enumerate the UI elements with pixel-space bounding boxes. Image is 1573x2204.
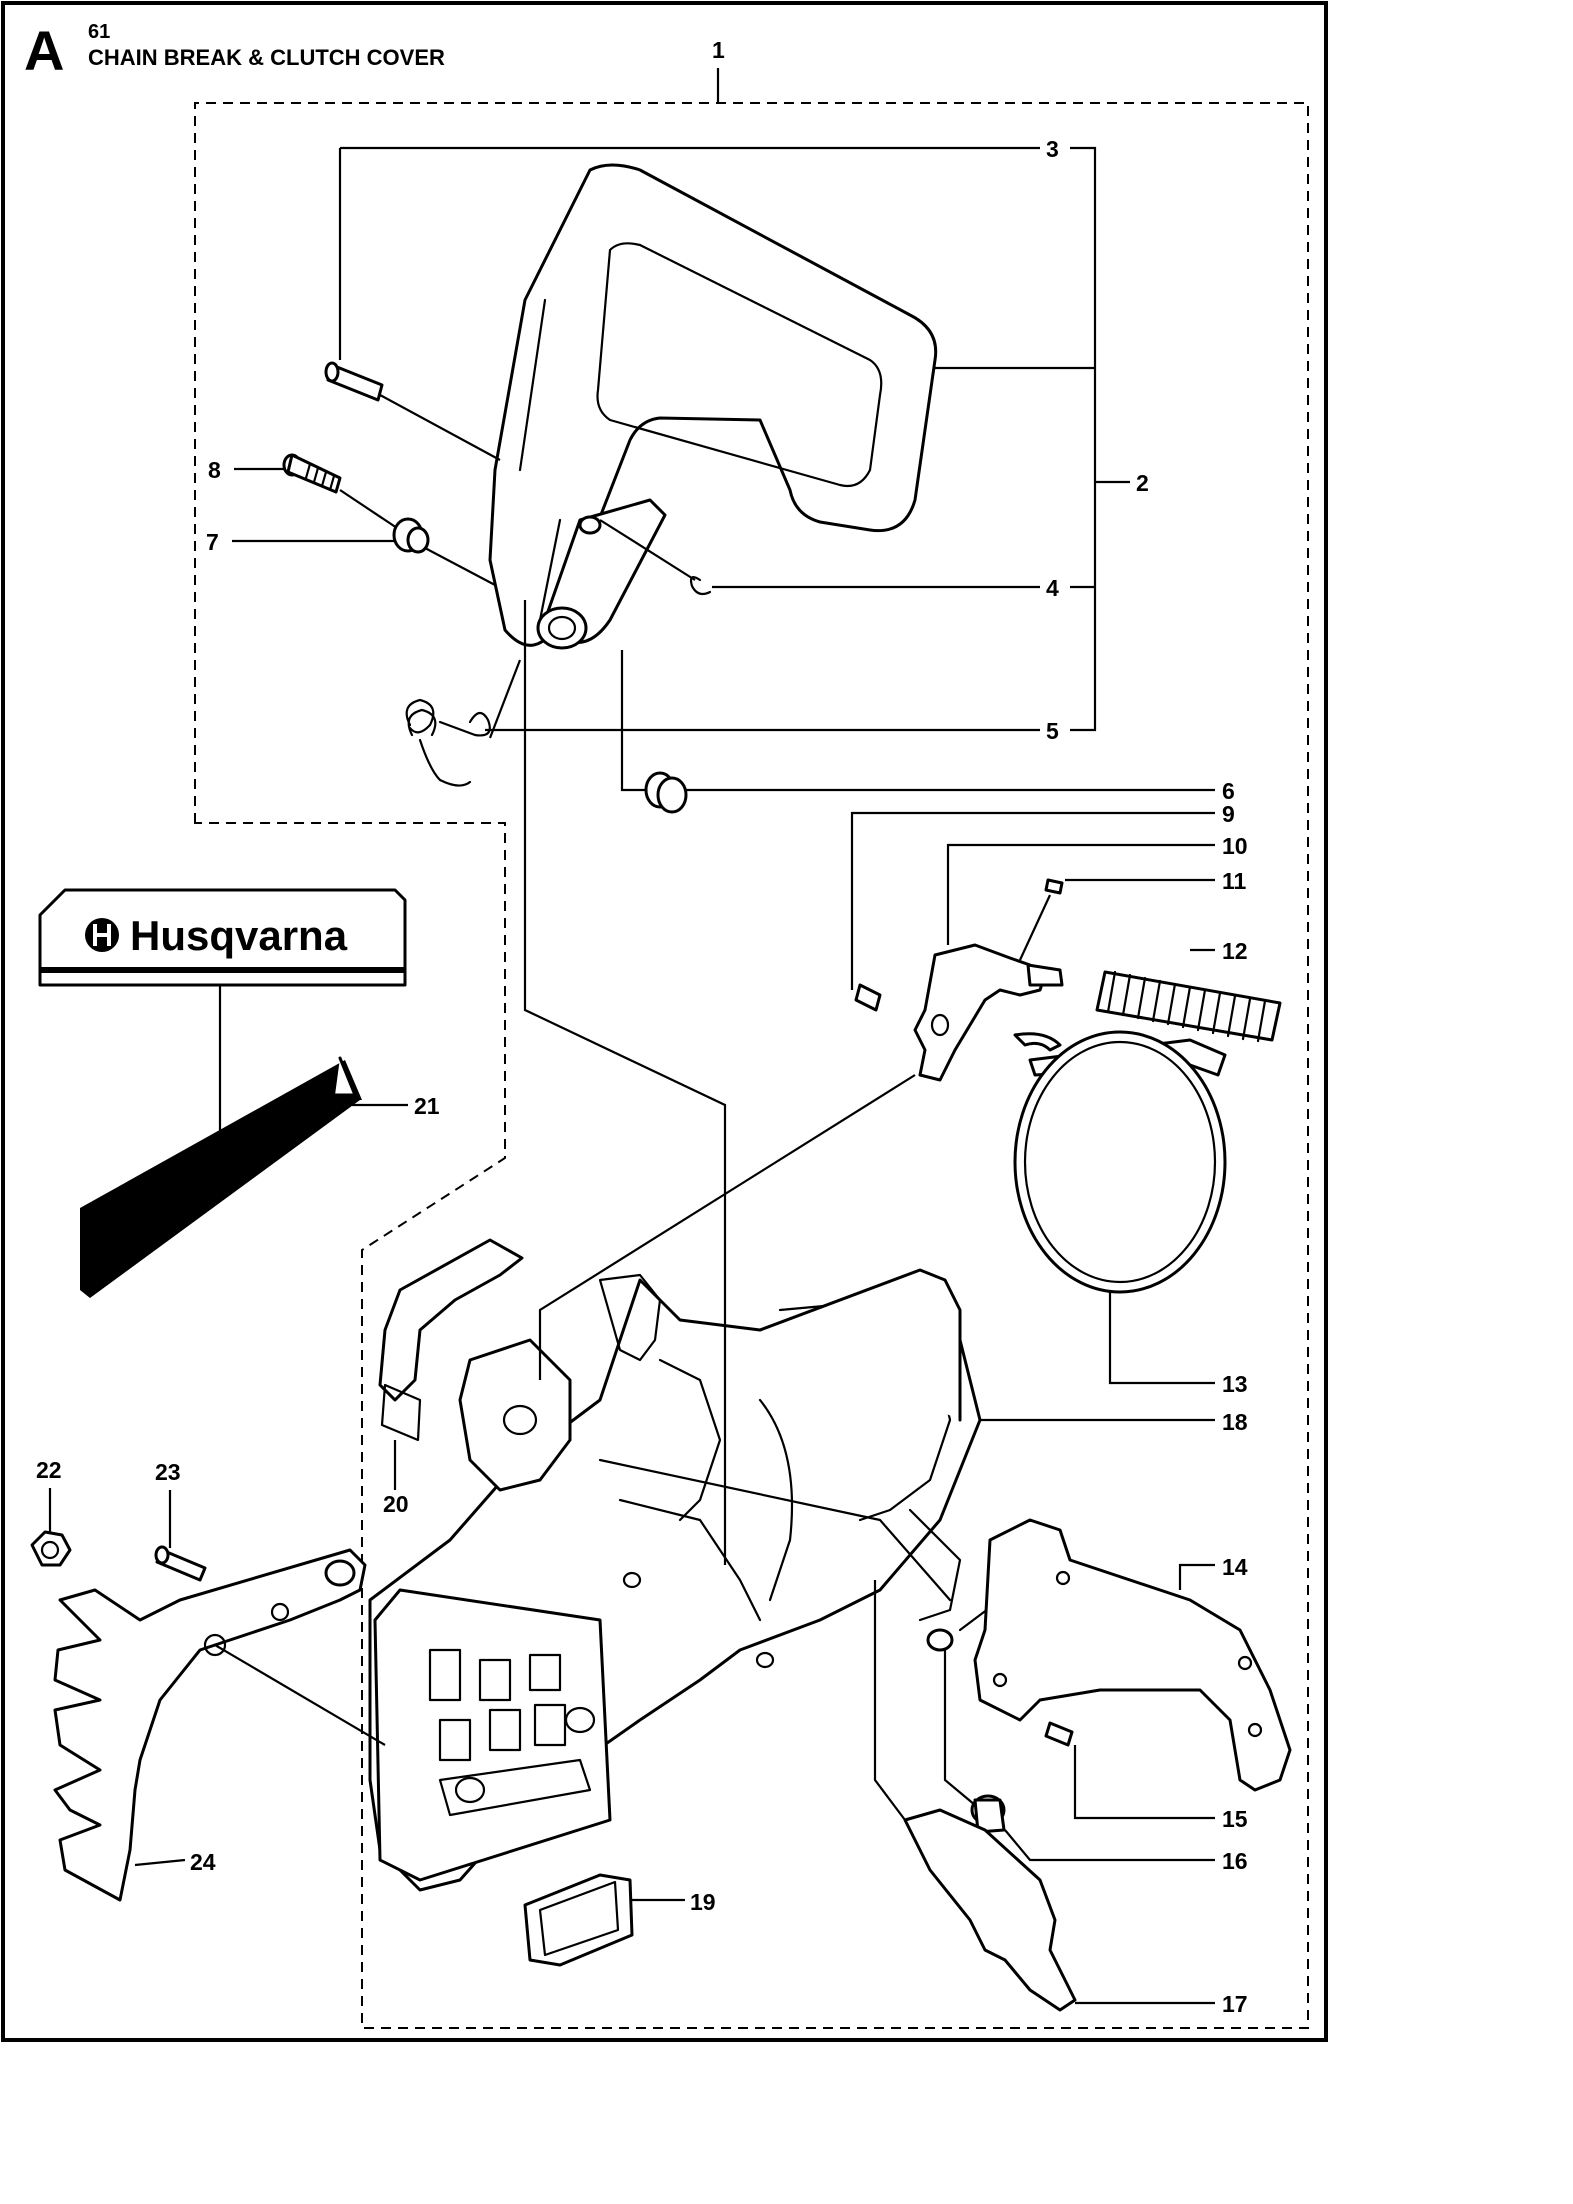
svg-text:18: 18 xyxy=(1222,1409,1248,1435)
svg-text:1: 1 xyxy=(712,37,725,63)
spike-part-24: 24 xyxy=(53,1548,386,1902)
cover-part-18: 18 xyxy=(758,1268,1248,1435)
husqvarna-decal: Husqvarna xyxy=(38,888,407,1135)
screw-part-11: 11 xyxy=(1019,868,1247,961)
svg-text:24: 24 xyxy=(190,1849,216,1875)
svg-text:21: 21 xyxy=(414,1093,440,1119)
svg-text:9: 9 xyxy=(1222,801,1235,827)
screw-part-8 xyxy=(282,453,401,531)
svg-text:11: 11 xyxy=(1222,868,1247,894)
nut-part-22: 22 xyxy=(30,1457,72,1567)
svg-text:16: 16 xyxy=(1222,1848,1248,1874)
nut-part-7 xyxy=(392,517,496,586)
spring-part-5 xyxy=(405,659,522,787)
svg-text:15: 15 xyxy=(1222,1806,1248,1832)
callout-6: 6 xyxy=(685,778,1235,804)
leader-link-lever xyxy=(538,1074,916,1380)
page-title: CHAIN BREAK & CLUTCH COVER xyxy=(88,45,445,70)
svg-text:22: 22 xyxy=(36,1457,62,1483)
pin-part-9: 9 xyxy=(850,801,1235,1012)
svg-text:12: 12 xyxy=(1222,938,1248,964)
svg-text:14: 14 xyxy=(1222,1554,1248,1580)
cap-part-6 xyxy=(620,650,688,814)
callout-8: 8 xyxy=(208,457,284,483)
svg-text:5: 5 xyxy=(1046,718,1059,744)
kit-boundary-upper xyxy=(194,102,1309,2029)
page-number: 61 xyxy=(88,21,110,43)
spring-part-12: 12 xyxy=(1095,938,1282,1043)
callout-4: 4 xyxy=(712,575,1095,601)
svg-text:23: 23 xyxy=(155,1459,181,1485)
svg-text:3: 3 xyxy=(1046,136,1059,162)
leader-link-handle xyxy=(523,600,727,1565)
chain-brake-handle xyxy=(488,163,938,650)
callout-3: 3 xyxy=(338,136,1097,732)
husqvarna-crown-icon xyxy=(85,918,119,952)
strip-part-21: 21 xyxy=(80,1056,440,1298)
screw-part-23: 23 xyxy=(154,1459,207,1582)
clutch-cover-main xyxy=(368,1273,1062,1892)
block-part-19: 19 xyxy=(523,1873,716,1967)
svg-text:10: 10 xyxy=(1222,833,1248,859)
callout-7: 7 xyxy=(206,529,395,555)
section-letter: A xyxy=(24,19,64,82)
svg-text:2: 2 xyxy=(1136,470,1149,496)
bracket-part-14: 14 xyxy=(973,1518,1292,1792)
pin-part-16: 16 xyxy=(943,1650,1248,1874)
callout-5: 5 xyxy=(485,718,1059,744)
page-frame xyxy=(1,1,1328,2042)
svg-text:13: 13 xyxy=(1222,1371,1248,1397)
plate-part-17: 17 xyxy=(873,1580,1248,2017)
svg-text:7: 7 xyxy=(206,529,219,555)
clip-part-4 xyxy=(599,519,712,596)
callout-2: 2 xyxy=(935,366,1149,496)
svg-text:8: 8 xyxy=(208,457,221,483)
callout-1: 1 xyxy=(712,37,725,103)
lever-part-10: 10 xyxy=(913,833,1248,1082)
svg-text:6: 6 xyxy=(1222,778,1235,804)
svg-text:20: 20 xyxy=(383,1491,409,1517)
screw-part-15: 15 xyxy=(1044,1721,1248,1832)
brake-band-part-13: 13 xyxy=(1013,1030,1248,1397)
brand-logo-text: Husqvarna xyxy=(130,912,348,959)
insert-part-20: 20 xyxy=(378,1238,524,1517)
svg-text:4: 4 xyxy=(1046,575,1059,601)
svg-text:17: 17 xyxy=(1222,1991,1248,2017)
svg-text:19: 19 xyxy=(690,1889,716,1915)
pin-part-3 xyxy=(324,361,501,461)
